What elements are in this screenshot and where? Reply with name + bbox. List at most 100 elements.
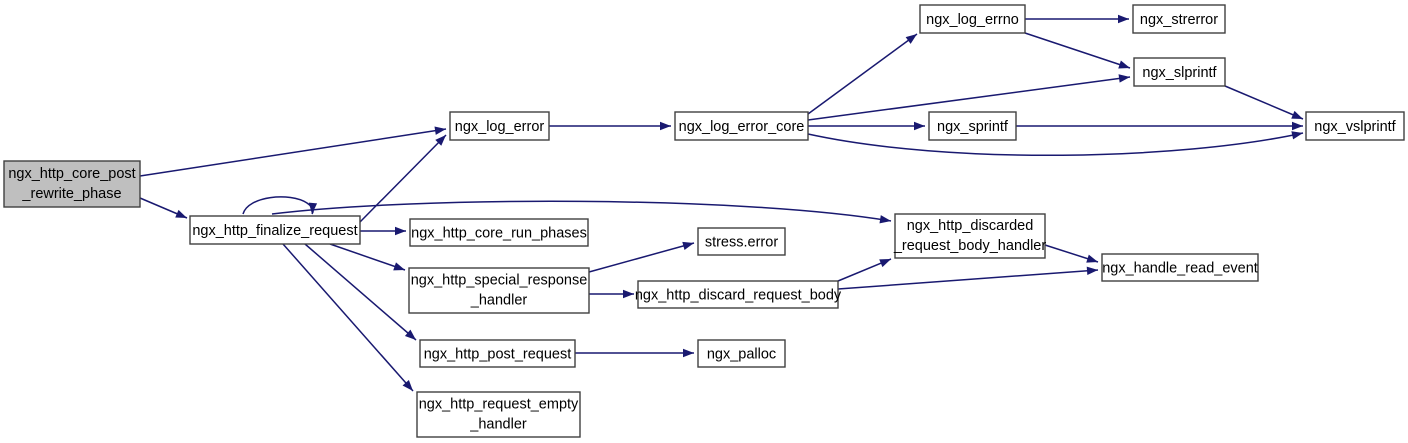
edge-arrowhead	[1086, 266, 1098, 275]
node-box[interactable]	[697, 227, 786, 256]
node-label: ngx_http_finalize_request	[192, 223, 357, 239]
node-box[interactable]	[674, 111, 809, 141]
graph-edge	[837, 258, 892, 282]
edge-arrowhead	[1292, 121, 1303, 131]
edge-arrowhead	[879, 215, 891, 224]
edge-line	[1024, 32, 1131, 69]
edge-arrowhead	[1291, 110, 1303, 119]
graph-node-ngx-http-core-run-phases[interactable]: ngx_http_core_run_phases	[409, 218, 589, 247]
graph-edge	[139, 126, 447, 177]
node-label-line2: _request_body_handler	[893, 238, 1047, 254]
node-label: ngx_handle_read_event	[1102, 260, 1258, 276]
node-box[interactable]	[928, 111, 1017, 141]
node-label: ngx_http_core_run_phases	[411, 225, 587, 241]
node-box[interactable]	[416, 391, 581, 438]
node-label-line1: ngx_http_discarded	[907, 218, 1034, 234]
graph-node-ngx-handle-read-event[interactable]: ngx_handle_read_event	[1101, 253, 1259, 282]
node-box[interactable]	[189, 215, 361, 245]
node-box[interactable]	[1132, 4, 1226, 34]
node-label-line2: _handler	[469, 416, 527, 432]
edge-line	[304, 243, 417, 341]
node-box[interactable]	[1305, 111, 1405, 141]
node-label-line2: _rewrite_phase	[21, 186, 121, 202]
edge-arrowhead	[435, 135, 446, 146]
node-box[interactable]	[637, 280, 839, 309]
graph-edge	[807, 74, 1131, 121]
graph-node-ngx-http-discarded[interactable]: ngx_http_discarded _request_body_handler	[893, 213, 1047, 259]
edge-arrowhead	[1118, 14, 1129, 24]
edge-arrowhead	[1118, 60, 1130, 69]
graph-node-ngx-http-post-request[interactable]: ngx_http_post_request	[419, 339, 576, 368]
graph-edge	[837, 266, 1099, 290]
edge-arrowhead	[404, 329, 416, 340]
graph-node-ngx-strerror[interactable]: ngx_strerror	[1132, 4, 1226, 34]
edge-line	[329, 243, 406, 271]
graph-node-ngx-slprintf[interactable]: ngx_slprintf	[1133, 57, 1226, 87]
graph-node-ngx-http-core-post[interactable]: ngx_http_core_post_rewrite_phase	[3, 160, 141, 208]
node-label: ngx_vslprintf	[1314, 119, 1396, 135]
node-box[interactable]	[894, 213, 1046, 259]
node-label-line1: ngx_http_request_empty	[419, 396, 579, 412]
node-label: ngx_log_errno	[926, 12, 1019, 28]
graph-edge	[588, 241, 695, 273]
graph-edge	[271, 200, 892, 224]
graph-edge	[807, 33, 918, 115]
graph-edge	[1025, 14, 1129, 24]
edge-arrowhead	[660, 121, 671, 131]
graph-edge	[1016, 121, 1303, 131]
graph-node-ngx-log-error-core[interactable]: ngx_log_error_core	[674, 111, 809, 141]
node-label: ngx_http_discard_request_body	[635, 287, 842, 303]
edge-arrowhead	[402, 379, 413, 391]
graph-edge	[575, 348, 694, 358]
graph-node-ngx-vslprintf[interactable]: ngx_vslprintf	[1305, 111, 1405, 141]
edge-line	[807, 33, 918, 115]
graph-node-ngx-http-finalize-request[interactable]: ngx_http_finalize_request	[189, 215, 361, 245]
edges-layer	[139, 14, 1304, 392]
graph-edge	[282, 243, 414, 392]
graph-node-ngx-http-special-response[interactable]: ngx_http_special_response_handler	[408, 267, 590, 314]
node-label: ngx_log_error	[455, 119, 545, 135]
node-box[interactable]	[419, 339, 576, 368]
graph-node-ngx-sprintf[interactable]: ngx_sprintf	[928, 111, 1017, 141]
graph-node-ngx-palloc[interactable]: ngx_palloc	[697, 339, 786, 368]
graph-node-ngx-log-errno[interactable]: ngx_log_errno	[919, 4, 1026, 34]
edge-arrowhead	[395, 226, 406, 236]
graph-edge	[304, 243, 417, 341]
edge-arrowhead	[623, 289, 634, 299]
node-box[interactable]	[408, 267, 590, 314]
nodes-layer: ngx_http_core_post_rewrite_phase ngx_http…	[3, 4, 1405, 438]
node-label: ngx_palloc	[707, 346, 776, 362]
node-box[interactable]	[919, 4, 1026, 34]
graph-edge	[1044, 244, 1099, 263]
node-label: ngx_sprintf	[937, 119, 1009, 135]
graph-edge	[807, 131, 1304, 157]
graph-edge	[549, 121, 671, 131]
node-label: stress.error	[705, 234, 778, 250]
graph-node-ngx-http-discard-request-body[interactable]: ngx_http_discard_request_body	[635, 280, 842, 309]
graph-edge	[329, 243, 406, 271]
graph-node-stress-error[interactable]: stress.error	[697, 227, 786, 256]
graph-edge	[1224, 85, 1304, 120]
edge-line	[139, 128, 447, 177]
edge-arrowhead	[308, 202, 318, 214]
node-box[interactable]	[1101, 253, 1259, 282]
edge-line	[282, 243, 414, 392]
edge-line	[588, 242, 695, 273]
graph-edge	[1024, 32, 1131, 69]
graph-node-ngx-http-request-empty[interactable]: ngx_http_request_empty _handler	[416, 391, 581, 438]
node-box[interactable]	[3, 160, 141, 208]
edge-arrowhead	[434, 126, 446, 135]
edge-arrowhead	[914, 121, 925, 131]
edge-line	[807, 132, 1304, 157]
edge-arrowhead	[1118, 74, 1130, 83]
graph-node-ngx-log-error[interactable]: ngx_log_error	[449, 111, 550, 141]
node-box[interactable]	[409, 218, 589, 247]
node-box[interactable]	[697, 339, 786, 368]
node-box[interactable]	[1133, 57, 1226, 87]
node-box[interactable]	[449, 111, 550, 141]
node-label: ngx_slprintf	[1142, 65, 1217, 81]
edge-line	[1224, 85, 1304, 120]
edge-line	[807, 76, 1131, 121]
